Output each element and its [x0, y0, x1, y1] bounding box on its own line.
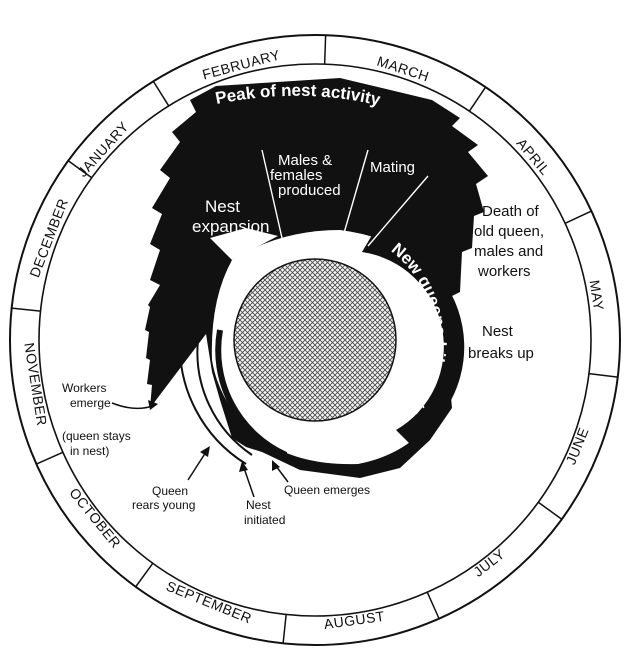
death-label-3: males and — [474, 243, 543, 260]
month-label-march: MARCH — [375, 53, 431, 85]
breaks-label-1: Nest — [482, 323, 514, 340]
month-label-november: NOVEMBER — [21, 341, 50, 427]
expansion-notch — [210, 228, 278, 260]
month-label-august: AUGUST — [323, 608, 386, 632]
month-divider — [282, 614, 287, 644]
initiated-label-1: Nest — [246, 498, 271, 512]
death-label-4: workers — [477, 263, 531, 280]
month-divider — [564, 210, 592, 225]
month-label-june: JUNE — [562, 425, 591, 467]
males-label-1: Males & — [278, 152, 332, 169]
males-label-3: produced — [278, 182, 341, 199]
month-divider — [67, 160, 93, 179]
workers-label-1: Workers — [62, 381, 106, 395]
workers-label-4: in nest) — [70, 444, 109, 458]
rears-label-2: rears young — [132, 498, 195, 512]
expansion-label-2: expansion — [192, 217, 270, 236]
month-label-january: JANUARY — [74, 118, 132, 180]
expansion-label-1: Nest — [205, 197, 240, 216]
month-label-july: JULY — [470, 546, 508, 580]
month-divider — [588, 372, 618, 378]
breaks-label-2: breaks up — [468, 345, 534, 362]
initiated-arrowhead — [239, 461, 248, 472]
month-divider — [468, 86, 487, 112]
arc-workers — [178, 337, 247, 465]
month-label-may: MAY — [586, 279, 607, 312]
month-dividers — [11, 35, 618, 644]
month-divider — [135, 562, 154, 588]
workers-label-3: (queen stays — [62, 429, 131, 443]
month-divider — [537, 501, 563, 520]
month-label-september: SEPTEMBER — [164, 578, 254, 627]
month-divider — [323, 35, 327, 65]
inner-ring — [38, 63, 592, 617]
workers-arrow — [111, 402, 153, 410]
workers-arrowhead — [148, 400, 158, 410]
month-divider — [36, 451, 64, 465]
arc-queen-rears — [196, 339, 253, 456]
rears-arrowhead — [200, 446, 210, 457]
centre-hatched-disc — [233, 258, 397, 422]
emerges-label: Queen emerges — [284, 483, 370, 497]
divider-line-1 — [261, 149, 283, 239]
rears-arrow — [187, 451, 207, 481]
workers-label-2: emerge — [70, 396, 111, 410]
arc-nest-initiated — [215, 329, 288, 458]
initiated-arrow — [243, 467, 255, 498]
arc-hibernate-outer — [401, 245, 455, 433]
month-divider — [152, 80, 170, 107]
rears-label-1: Queen — [152, 484, 188, 498]
outer-ring — [9, 34, 621, 646]
emerges-arrowhead — [272, 460, 280, 471]
hibernate-band — [362, 235, 465, 444]
month-label-october: OCTOBER — [66, 485, 124, 551]
month-divider — [426, 591, 440, 619]
males-label-2: females — [270, 167, 323, 184]
divider-line-2 — [341, 149, 369, 241]
divider-line-3 — [367, 175, 429, 247]
mating-label: Mating — [370, 159, 415, 176]
death-label-1: Death of — [482, 203, 540, 220]
month-divider — [11, 307, 41, 312]
death-label-2: old queen, — [474, 223, 544, 240]
emerges-arrow — [275, 465, 289, 483]
initiated-label-2: initiated — [244, 513, 285, 527]
